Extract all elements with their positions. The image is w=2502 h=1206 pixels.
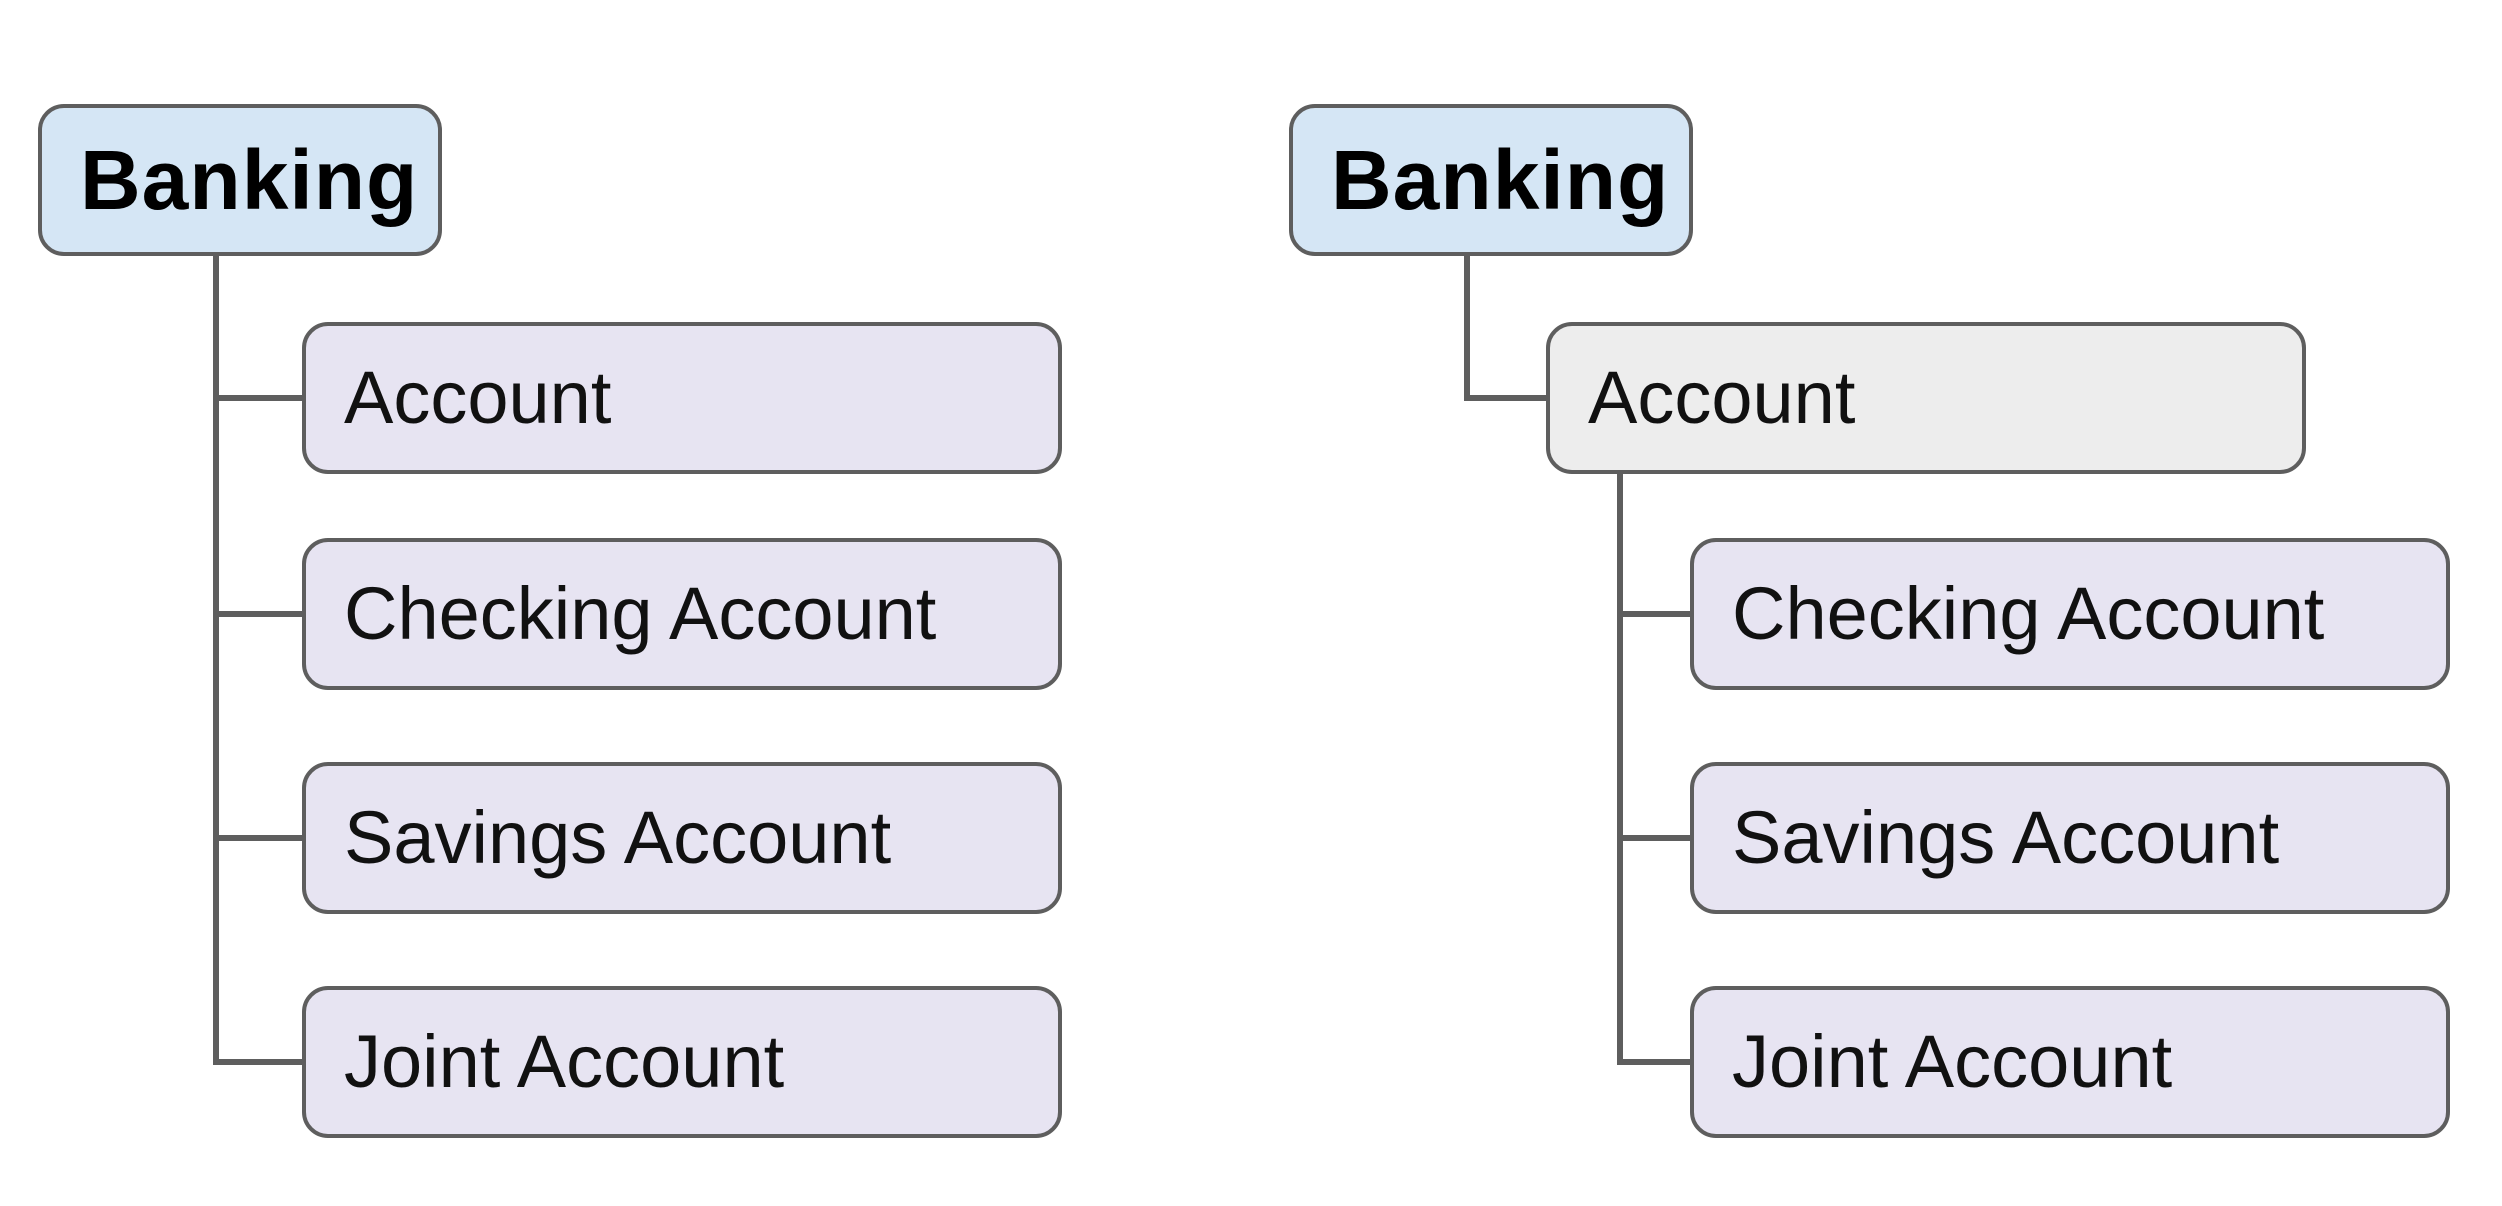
- connector-trunk: [213, 256, 219, 1065]
- node-joint-account: Joint Account: [1690, 986, 2450, 1138]
- connector-stub: [1617, 835, 1690, 841]
- node-joint-account: Joint Account: [302, 986, 1062, 1138]
- node-checking-account: Checking Account: [302, 538, 1062, 690]
- node-checking-account: Checking Account: [1690, 538, 2450, 690]
- node-savings-account: Savings Account: [302, 762, 1062, 914]
- connector-stub: [1617, 611, 1690, 617]
- connector-stub: [213, 395, 302, 401]
- connector-trunk: [1617, 474, 1623, 1065]
- connector-stub: [213, 611, 302, 617]
- node-account: Account: [1546, 322, 2306, 474]
- connector-stub: [1464, 395, 1546, 401]
- connector-stub: [213, 1059, 302, 1065]
- connector-trunk: [1464, 256, 1470, 401]
- node-banking: Banking: [38, 104, 442, 256]
- node-savings-account: Savings Account: [1690, 762, 2450, 914]
- connector-stub: [1617, 1059, 1690, 1065]
- node-banking: Banking: [1289, 104, 1693, 256]
- node-account: Account: [302, 322, 1062, 474]
- connector-stub: [213, 835, 302, 841]
